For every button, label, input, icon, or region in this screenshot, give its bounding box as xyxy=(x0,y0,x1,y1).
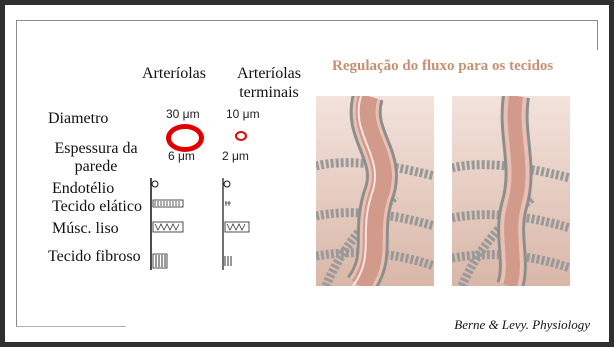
row-label-diametro: Diametro xyxy=(48,110,108,128)
divider-bottom xyxy=(16,326,126,327)
wall-thickness-terminais: 2 μm xyxy=(222,149,249,163)
arteriole-image-constricted xyxy=(452,96,570,286)
row-label-elastico: Tecido elático xyxy=(52,198,142,216)
column-header-terminais: Arteríolas terminais xyxy=(222,64,316,102)
row-label-endotelio: Endotélio xyxy=(52,180,114,198)
divider-left xyxy=(16,20,17,327)
wall-composition-terminais xyxy=(220,176,250,272)
slide-title: Regulação do fluxo para os tecidos xyxy=(332,58,553,75)
row-label-fibroso: Tecido fibroso xyxy=(48,248,141,266)
vessel-cross-section-arteriolas xyxy=(166,124,204,152)
row-label-musc: Músc. liso xyxy=(52,220,119,238)
row-label-espessura: Espessura da parede xyxy=(48,140,144,176)
source-credit: Berne & Levy. Physiology xyxy=(454,317,590,333)
divider-top xyxy=(16,20,598,21)
diameter-arteriolas: 30 μm xyxy=(166,107,200,121)
wall-composition-arteriolas xyxy=(148,176,184,272)
arteriole-image-relaxed xyxy=(316,96,434,286)
column-header-arteriolas: Arteríolas xyxy=(142,64,206,83)
divider-right xyxy=(597,20,598,50)
wall-thickness-arteriolas: 6 μm xyxy=(168,149,195,163)
vessel-cross-section-terminais xyxy=(235,131,247,141)
diameter-terminais: 10 μm xyxy=(226,107,260,121)
